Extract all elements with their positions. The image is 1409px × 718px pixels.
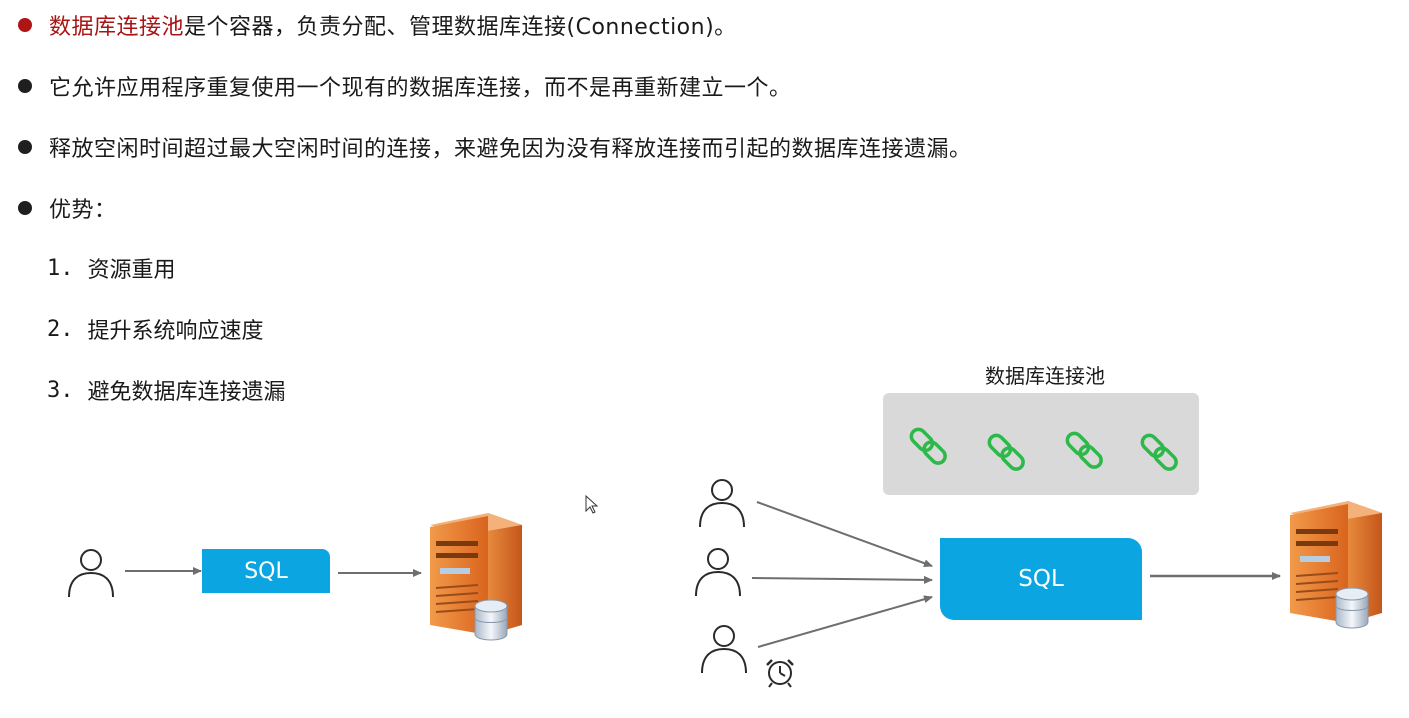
bullet-item-2: 它允许应用程序重复使用一个现有的数据库连接，而不是再重新建立一个。 [14,68,792,104]
advantage-text: 避免数据库连接遗漏 [87,380,286,405]
arrow [757,595,933,648]
bullet-text: 释放空闲时间超过最大空闲时间的连接，来避免因为没有释放连接而引起的数据库连接遗漏… [49,137,972,162]
bullet-dot-icon [18,201,32,215]
mouse-cursor-icon [585,494,599,514]
user-icon [695,548,741,597]
advantage-item-2: 2. 提升系统响应速度 [47,312,264,346]
bullet-text: 优势： [49,198,117,223]
advantage-item-1: 1. 资源重用 [47,251,176,285]
chain-link-icon [984,430,1028,474]
bullet-text: 是个容器，负责分配、管理数据库连接(Connection)。 [184,15,737,40]
bullet-dot-icon [18,18,32,32]
arrow [751,575,933,584]
advantage-text: 资源重用 [87,258,176,283]
bullet-item-1: 数据库连接池是个容器，负责分配、管理数据库连接(Connection)。 [14,7,737,43]
bullet-dot-icon [18,140,32,154]
chain-link-icon [1137,430,1181,474]
bullet-dot-icon [18,79,32,93]
bullet-item-3: 释放空闲时间超过最大空闲时间的连接，来避免因为没有释放连接而引起的数据库连接遗漏… [14,129,972,165]
chain-link-icon [906,424,950,468]
advantage-text: 提升系统响应速度 [87,319,264,344]
advantage-number: 1. [47,255,74,281]
advantage-item-3: 3. 避免数据库连接遗漏 [47,373,286,407]
user-icon [68,549,114,598]
pool-label: 数据库连接池 [985,364,1105,388]
user-icon [699,479,745,528]
advantage-number: 2. [47,316,74,342]
database-icon [474,599,508,641]
arrow [756,501,933,568]
database-icon [1335,587,1369,629]
highlight-term: 数据库连接池 [49,15,185,40]
bullet-item-4: 优势： [14,190,117,226]
sql-box-left: SQL [202,549,330,593]
bullet-text: 它允许应用程序重复使用一个现有的数据库连接，而不是再重新建立一个。 [49,76,792,101]
chain-link-icon [1062,428,1106,472]
sql-box-right: SQL [940,538,1142,620]
advantage-number: 3. [47,377,74,403]
alarm-clock-icon [766,659,794,688]
user-icon [701,625,747,674]
